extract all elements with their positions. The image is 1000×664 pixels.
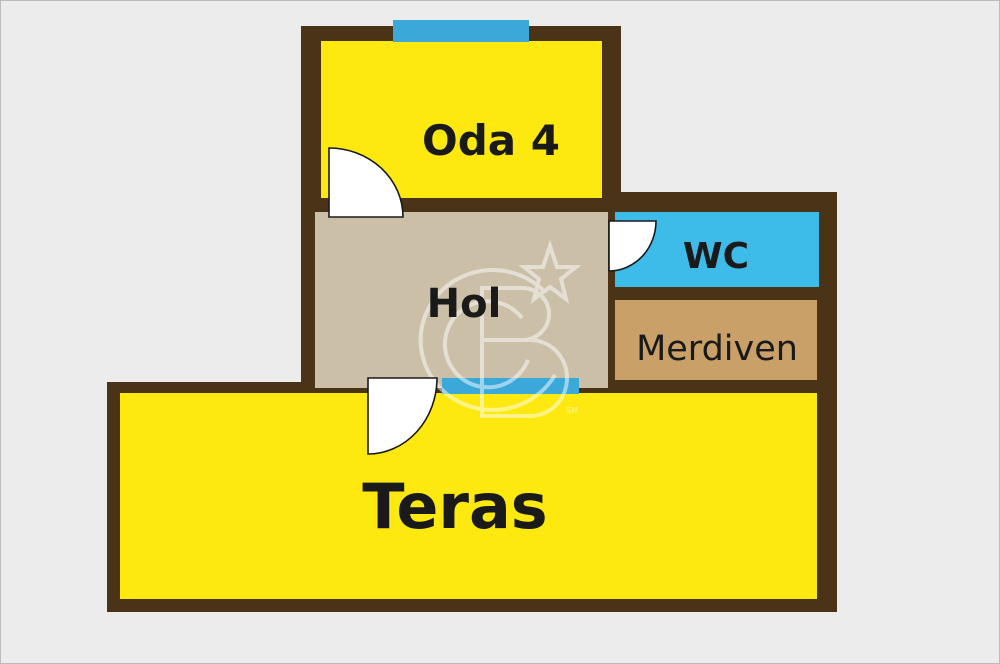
watermark-tm-text: SM (566, 406, 578, 415)
label-hol: Hol (427, 281, 502, 327)
room-merdiven (615, 300, 817, 380)
cb-logo-watermark: SM (418, 239, 582, 418)
door-oda-4 (328, 147, 404, 218)
label-teras: Teras (362, 470, 547, 543)
room-teras (120, 393, 817, 599)
window-top (393, 20, 529, 42)
label-oda-4: Oda 4 (422, 116, 560, 165)
label-wc: WC (683, 236, 749, 277)
label-merdiven: Merdiven (636, 329, 798, 369)
door-teras (367, 377, 438, 455)
room-hol (315, 212, 608, 388)
door-wc (608, 220, 657, 272)
